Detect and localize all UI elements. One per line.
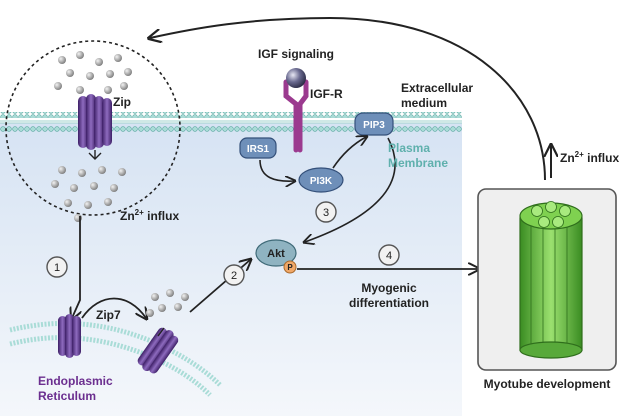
- pi3k-node: [298, 167, 344, 193]
- feedback-arrow: [150, 16, 546, 181]
- phospho-label: P: [287, 263, 293, 272]
- igf-signaling-label: IGF signaling: [258, 47, 334, 61]
- step-1-label: 1: [54, 262, 60, 274]
- pip3-node: [354, 112, 394, 136]
- pip3-label: PIP3: [363, 120, 385, 131]
- zip7-transporter-right: [137, 327, 179, 374]
- zip-label: Zip: [113, 95, 131, 109]
- zinc-ions-cytoplasm: [51, 166, 126, 222]
- akt-label: Akt: [267, 248, 285, 260]
- myotube-label: Myotube development: [484, 377, 611, 391]
- extracellular-label-line2: medium: [401, 96, 447, 110]
- zinc-ions-er: [146, 289, 189, 317]
- zip7-label: Zip7: [96, 308, 121, 322]
- arrow-pi3k-pip3: [332, 137, 366, 169]
- zip-transporter: [78, 94, 112, 160]
- arrow-zip7-release: [81, 297, 146, 319]
- myogenic-label-line1: Myogenic: [361, 281, 417, 295]
- igf-ligand-icon: [286, 68, 306, 88]
- akt-node: [255, 239, 297, 267]
- er-membrane: [9, 320, 222, 397]
- step-4-label: 4: [386, 250, 392, 262]
- step-3-label: 3: [323, 207, 329, 219]
- zn-influx-label-left: Zn2+ influx: [120, 208, 180, 223]
- pi3k-label: PI3K: [310, 176, 333, 187]
- er-label-line2: Reticulum: [38, 389, 96, 403]
- igf-receptor: [283, 68, 309, 153]
- step-markers: [46, 201, 400, 286]
- zoom-circle: [5, 40, 181, 216]
- arrow-irs1-pi3k: [259, 159, 294, 181]
- step-2-label: 2: [231, 270, 237, 282]
- zn-influx-label-right: Zn2+ influx: [560, 150, 620, 165]
- phospho-icon: [283, 260, 297, 274]
- plasma-label-line2: Membrane: [388, 156, 448, 170]
- zinc-ions-extracellular: [54, 51, 132, 94]
- arrow-influx-er: [72, 216, 80, 318]
- zip7-outlet-icon: [157, 327, 165, 337]
- plasma-label-line1: Plasma: [388, 141, 430, 155]
- myogenic-label-line2: differentiation: [349, 296, 429, 310]
- er-label-line1: Endoplasmic: [38, 374, 113, 388]
- zip7-transporter-left: [58, 314, 81, 358]
- extracellular-label-line1: Extracellular: [401, 81, 473, 95]
- igf-r-label: IGF-R: [310, 87, 343, 101]
- arrow-pip3-akt: [305, 137, 396, 242]
- irs1-label: IRS1: [247, 144, 270, 155]
- myotube-icon: [519, 201, 583, 359]
- irs1-node: [239, 137, 277, 159]
